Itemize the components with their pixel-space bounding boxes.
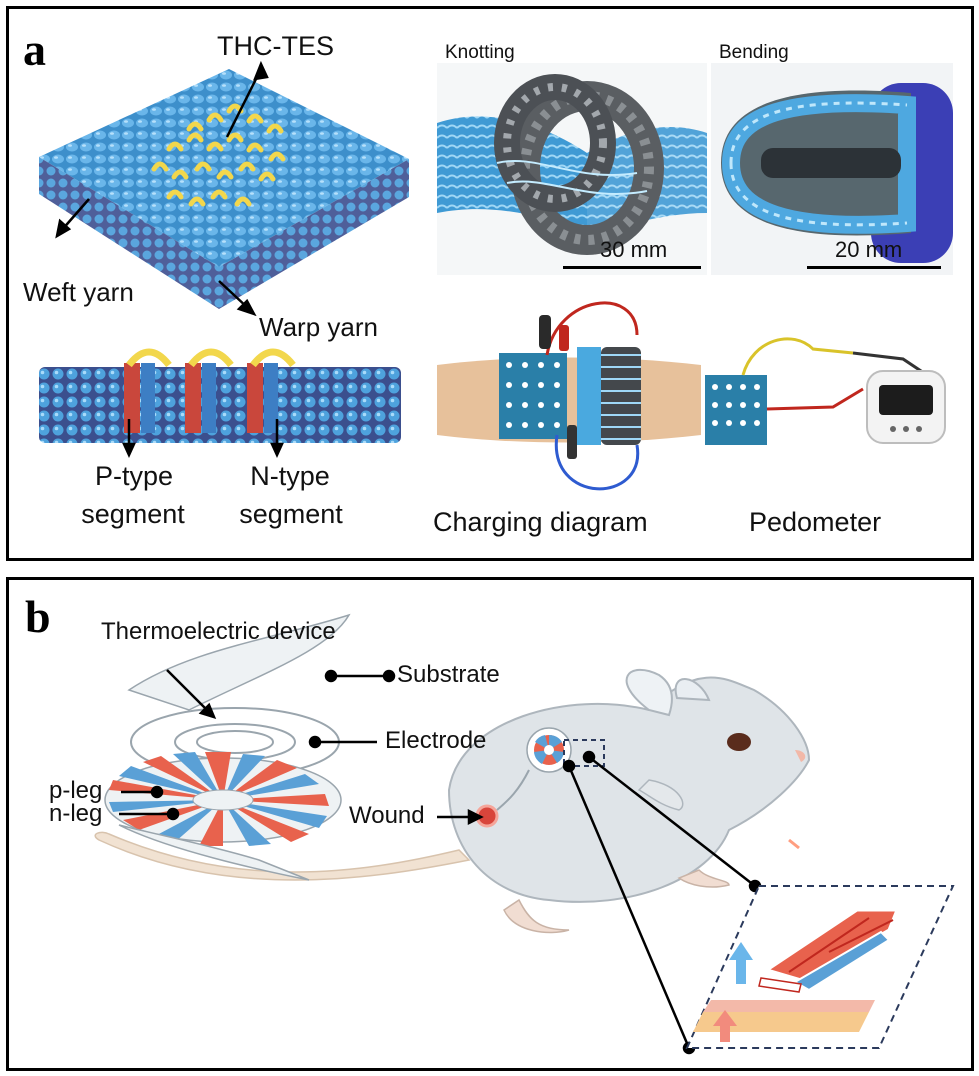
charging-diagram-label: Charging diagram xyxy=(433,507,648,537)
woven-fabric-illustration xyxy=(39,60,409,317)
leader-lines xyxy=(119,669,762,1055)
mouse-front-foot xyxy=(677,869,730,888)
pn-segments xyxy=(124,363,278,433)
charging-graphic xyxy=(437,301,701,491)
thc-tes-label: THC-TES xyxy=(217,31,334,61)
substrate-label: Substrate xyxy=(397,661,500,688)
fabric-cross-section xyxy=(39,348,401,459)
p-type-label-line1: P-type xyxy=(94,461,174,491)
fabric-left-side xyxy=(39,157,219,309)
zoom-source-box xyxy=(563,739,605,767)
knotting-photo: Knotting 30 mm xyxy=(437,63,707,275)
mouse-eye xyxy=(727,733,751,751)
mouse-nose xyxy=(795,750,806,762)
mouse-hind-foot xyxy=(503,898,570,934)
cross-section-yarns xyxy=(39,367,401,443)
knotted-fabric-graphic xyxy=(437,74,707,255)
thermoelectric-device-label: Thermoelectric device xyxy=(101,618,336,645)
bent-fabric-graphic xyxy=(721,83,953,263)
charging-photo xyxy=(437,295,701,505)
fabric-arrows xyxy=(55,60,269,317)
fabric-right-side xyxy=(219,159,409,309)
bending-scale-label: 20 mm xyxy=(835,237,903,262)
bending-photo: 20 mm xyxy=(711,63,953,275)
pn-leg-disc xyxy=(104,752,342,846)
p-type-label-line2: segment xyxy=(81,499,185,529)
zoom-inset xyxy=(685,885,955,1049)
knotting-title: Knotting xyxy=(445,42,515,63)
mouse-body xyxy=(447,676,811,903)
weft-yarn-label: Weft yarn xyxy=(23,277,134,307)
bending-title: Bending xyxy=(719,42,789,63)
pedometer-label: Pedometer xyxy=(749,507,882,537)
wound-label: Wound xyxy=(349,802,425,829)
pedometer-photo xyxy=(703,309,957,469)
n-type-label-line2: segment xyxy=(239,499,343,529)
knotting-scale-bar xyxy=(563,266,701,269)
thc-tes-segments xyxy=(151,103,286,207)
electrode-label: Electrode xyxy=(385,727,487,754)
bending-scale-bar xyxy=(807,266,941,269)
n-type-label-line1: N-type xyxy=(250,461,330,491)
mouse-device-illustration xyxy=(94,613,955,1055)
knotting-scale-label: 30 mm xyxy=(600,237,668,262)
panel-a: a xyxy=(6,6,974,561)
mouse-ear-back xyxy=(674,678,711,702)
pn-connectors xyxy=(126,348,296,368)
p-leg-label: p-leg xyxy=(49,777,103,804)
pedometer-graphic xyxy=(705,337,946,445)
panel-b-label: b xyxy=(25,591,51,642)
mouse-ear xyxy=(625,669,673,717)
mouse-tail xyxy=(94,831,471,881)
segment-arrows xyxy=(122,419,284,459)
panel-b: b xyxy=(6,577,974,1071)
panel-a-label: a xyxy=(23,24,46,75)
n-leg-label: n-leg xyxy=(49,800,103,827)
device-on-mouse xyxy=(526,727,572,773)
fabric-top-face xyxy=(39,69,409,267)
warp-yarn-label: Warp yarn xyxy=(259,312,378,342)
